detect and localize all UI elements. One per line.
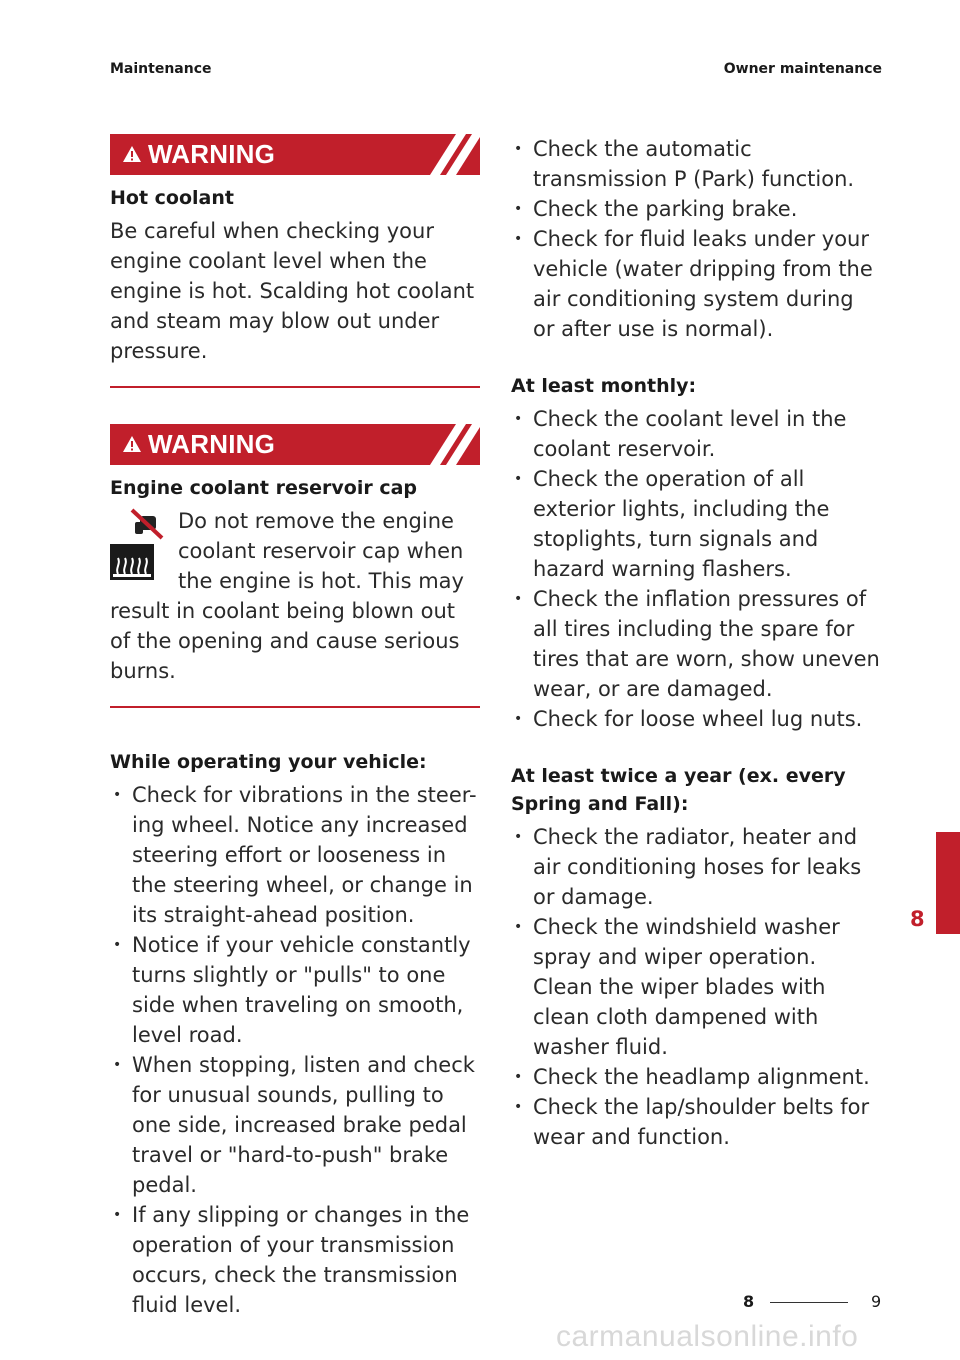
chapter-tab <box>936 832 960 934</box>
warning-title: Engine coolant reservoir cap <box>110 477 418 499</box>
section-title: At least twice a year (ex. every Spring … <box>511 765 846 815</box>
warning-hot-coolant: WARNING Hot coolant Be careful when chec… <box>110 134 480 388</box>
section-twice-a-year: At least twice a year (ex. every Spring … <box>511 762 881 1152</box>
bullet-list: Check the coolant level in the coolant r… <box>511 404 881 734</box>
watermark: carmanualsonline.info <box>556 1320 859 1353</box>
warning-end-rule <box>110 706 480 708</box>
list-item: Check for fluid leaks under your vehicle… <box>511 224 881 344</box>
list-item: If any slipping or changes in the operat… <box>110 1200 480 1320</box>
list-item: Check for vibrations in the steer-ing wh… <box>110 780 480 930</box>
warning-label: WARNING <box>148 429 276 459</box>
list-item: When stopping, listen and check for unus… <box>110 1050 480 1200</box>
warning-body: Be careful when checking your engine coo… <box>110 219 475 363</box>
running-header-chapter: Owner maintenance <box>723 61 882 77</box>
list-item: Check the radiator, heater and air condi… <box>511 822 881 912</box>
warning-end-rule <box>110 386 480 388</box>
list-item: Check the coolant level in the coolant r… <box>511 404 881 464</box>
list-item: Check the parking brake. <box>511 194 881 224</box>
warning-label: WARNING <box>148 139 276 169</box>
list-item: Check the automatic transmission P (Park… <box>511 134 881 194</box>
running-header-section: Maintenance <box>110 61 212 77</box>
warning-body: Do not remove the engine coolant reservo… <box>110 509 464 683</box>
bullet-list-continued: Check the automatic transmission P (Park… <box>511 134 881 344</box>
warning-triangle-icon <box>123 436 141 452</box>
warning-stripes-icon <box>430 424 480 465</box>
footer-page-number: 9 <box>871 1292 882 1311</box>
warning-banner: WARNING <box>110 424 480 465</box>
chapter-tab-number: 8 <box>910 907 925 931</box>
list-item: Check for loose wheel lug nuts. <box>511 704 881 734</box>
list-item: Check the headlamp alignment. <box>511 1062 881 1092</box>
list-item: Check the windshield washer spray and wi… <box>511 912 881 1062</box>
warning-title: Hot coolant <box>110 187 234 209</box>
bullet-list: Check for vibrations in the steer-ing wh… <box>110 780 480 1320</box>
warning-banner: WARNING <box>110 134 480 175</box>
warning-body-wrap: Do not remove the engine coolant reservo… <box>110 506 480 686</box>
footer-divider <box>770 1302 848 1303</box>
left-column: WARNING Hot coolant Be careful when chec… <box>110 134 480 1320</box>
section-operating: While operating your vehicle: Check for … <box>110 748 480 1320</box>
section-monthly: At least monthly: Check the coolant leve… <box>511 372 881 734</box>
warning-triangle-icon <box>123 146 141 162</box>
warning-reservoir-cap: WARNING Engine coolant reservoir cap D <box>110 424 480 708</box>
list-item: Check the inflation pressures of all tir… <box>511 584 881 704</box>
section-title: At least monthly: <box>511 375 697 397</box>
footer-chapter-number: 8 <box>743 1292 755 1311</box>
bullet-list: Check the radiator, heater and air condi… <box>511 822 881 1152</box>
list-item: Check the operation of all exterior ligh… <box>511 464 881 584</box>
list-item: Notice if your vehicle constantly turns … <box>110 930 480 1050</box>
hot-coolant-no-open-icon <box>110 508 164 580</box>
right-column: Check the automatic transmission P (Park… <box>511 134 881 1152</box>
warning-stripes-icon <box>430 134 480 175</box>
section-title: While operating your vehicle: <box>110 751 427 773</box>
list-item: Check the lap/shoulder belts for wear an… <box>511 1092 881 1152</box>
